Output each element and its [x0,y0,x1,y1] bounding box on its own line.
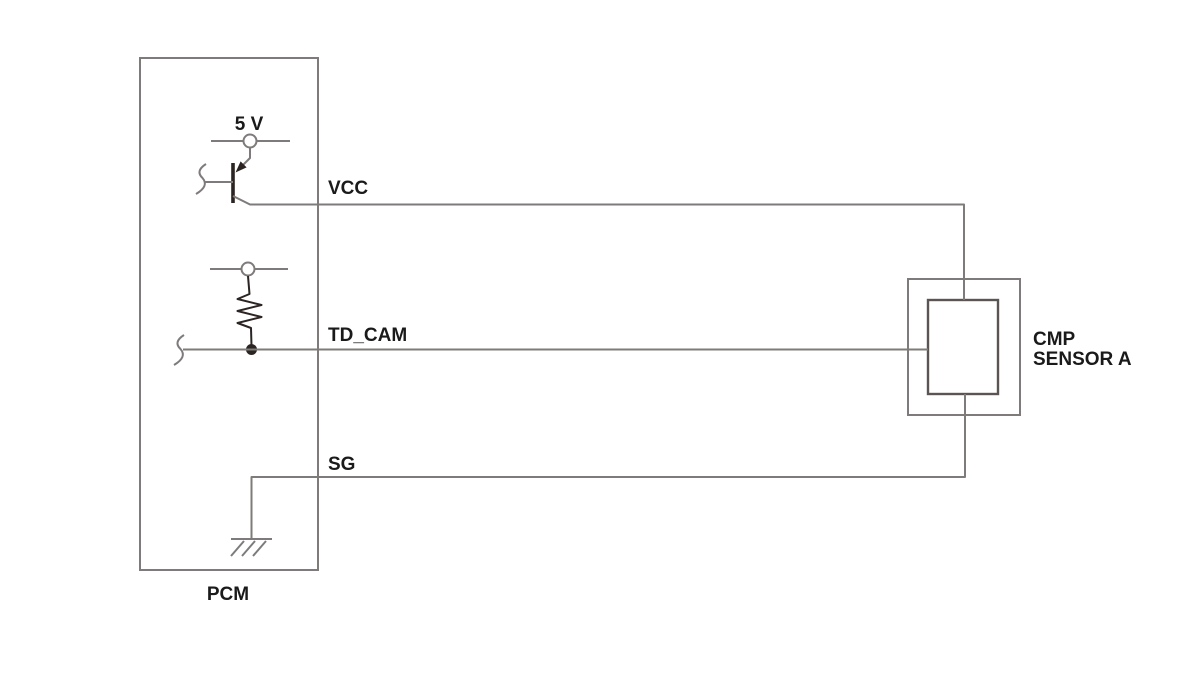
ground-slash-2 [241,540,256,557]
pcm-label: PCM [207,584,249,605]
td-cam-break-icon [173,334,185,366]
transistor-emitter-arrow [235,161,247,173]
vcc-wire [232,195,965,300]
transistor-emitter-wire [241,148,251,167]
pullup-terminal [240,261,256,277]
supply-5v-label: 5 V [235,114,264,135]
ground-slash-1 [230,540,245,557]
cmp-sensor-label-line2: SENSOR A [1033,349,1132,370]
5v-terminal [242,133,258,149]
sg-wire [250,394,966,538]
cmp-sensor-label-line1: CMP [1033,329,1076,350]
base-wire-break-icon [195,163,207,195]
vcc-label: VCC [328,178,368,199]
pcm-box [139,57,319,571]
sg-label: SG [328,454,355,475]
td-cam-label: TD_CAM [328,325,407,346]
cmp-sensor-inner-box [926,298,1000,396]
pullup-resistor [236,275,263,347]
ground-slash-3 [252,540,267,557]
